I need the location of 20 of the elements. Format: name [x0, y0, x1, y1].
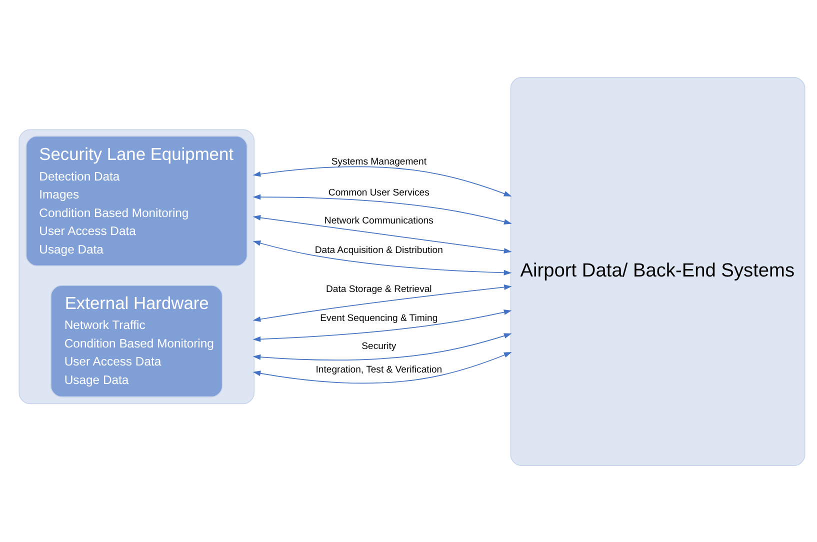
- edge-label: Event Sequencing & Timing: [320, 312, 438, 324]
- edge-label: Systems Management: [331, 156, 426, 167]
- edge-label: Data Acquisition & Distribution: [314, 244, 443, 256]
- node-box: Security Lane Equipment Detection Data Images Condition Based Monitoring User Access Data Usage Data: [26, 135, 248, 266]
- arrow: [252, 166, 512, 196]
- node-box: Airport Data/ Back-End Systems: [510, 76, 806, 466]
- arrow: [252, 194, 512, 224]
- arrow: [252, 214, 512, 253]
- edge-label: Network Communications: [324, 214, 434, 226]
- cluster: [18, 128, 254, 404]
- arrow: [252, 332, 512, 360]
- edge-label: Common User Services: [328, 187, 430, 198]
- edge-label: Integration, Test & Verification: [316, 364, 442, 375]
- arrow: [252, 240, 512, 275]
- edge-label: Security: [362, 340, 396, 352]
- arrow: [252, 309, 512, 342]
- arrow: [252, 284, 512, 322]
- node-box: External Hardware Network Traffic Condition Based Monitoring User Access Data Usage Data: [50, 284, 223, 397]
- edge-label: Data Storage & Retrieval: [326, 284, 432, 295]
- arrow: [252, 352, 512, 384]
